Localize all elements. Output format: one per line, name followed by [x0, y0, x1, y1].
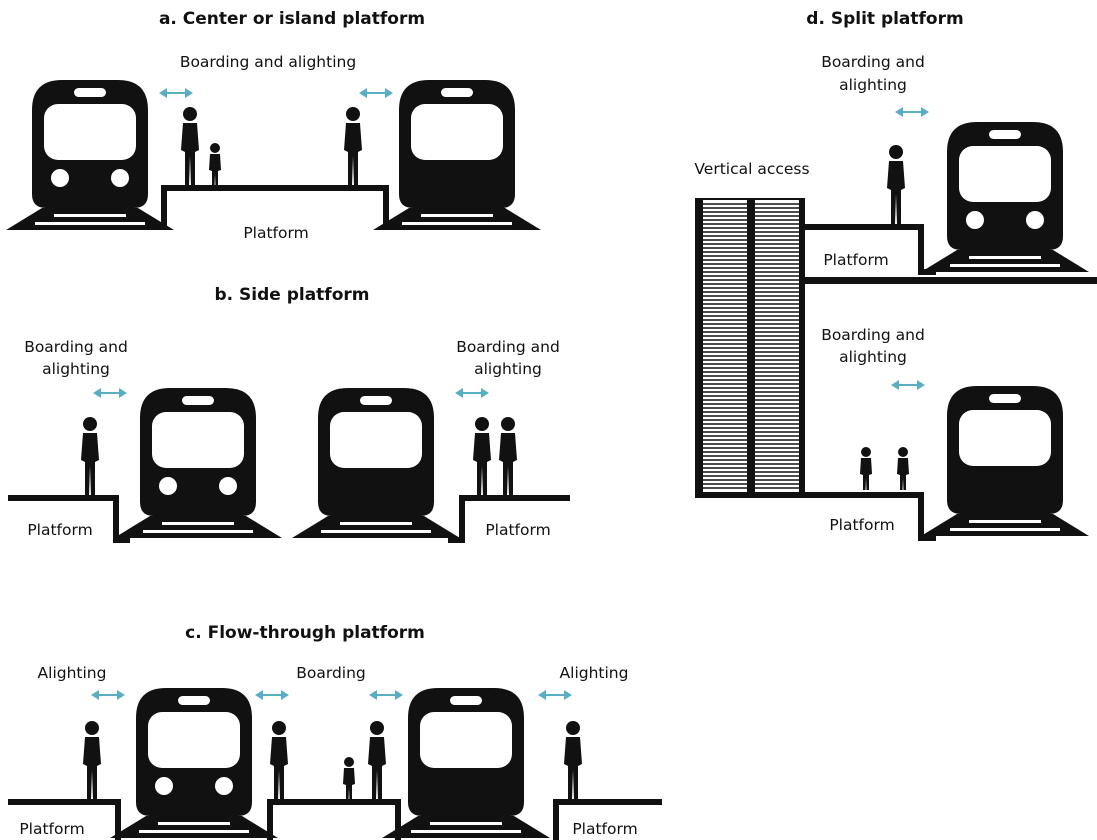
escalator-icon — [695, 198, 805, 498]
island-platform-outline — [161, 185, 389, 230]
boarding-label: Boarding — [296, 664, 366, 682]
vertical-access-label: Vertical access — [694, 160, 809, 178]
boarding-label-top-line2: alighting — [839, 76, 907, 94]
train-rear-icon — [921, 386, 1089, 536]
split-platform-upper-outline — [805, 224, 936, 275]
train-front-icon — [110, 688, 278, 838]
panel-split-platform: d. Split platform Boarding and alighting… — [694, 9, 1097, 541]
child-icon — [897, 447, 909, 490]
boarding-label-bottom-line1: Boarding and — [821, 326, 925, 344]
double-arrow-icon — [454, 387, 490, 399]
boarding-label-top-line1: Boarding and — [821, 53, 925, 71]
double-arrow-icon — [92, 387, 128, 399]
flow-platform-left-outline — [8, 799, 121, 840]
boarding-label-left-line1: Boarding and — [24, 338, 128, 356]
platform-label-left: Platform — [19, 820, 84, 838]
boarding-label-right-line1: Boarding and — [456, 338, 560, 356]
person-icon — [81, 417, 99, 496]
train-front-icon — [921, 122, 1089, 272]
person-icon — [181, 107, 199, 186]
alighting-label-right: Alighting — [560, 664, 629, 682]
train-rear-icon — [292, 388, 460, 538]
double-arrow-icon — [254, 689, 290, 701]
platform-label-bottom: Platform — [829, 516, 894, 534]
person-icon — [368, 721, 386, 800]
panel-center-island-platform: a. Center or island platform Boarding an… — [6, 9, 541, 242]
person-icon — [344, 107, 362, 186]
flow-platform-right-outline — [553, 799, 662, 840]
person-icon — [887, 145, 905, 224]
panel-flow-through-platform: c. Flow-through platform Alighting Board… — [8, 623, 662, 840]
platform-label-right: Platform — [572, 820, 637, 838]
person-icon — [473, 417, 491, 496]
double-arrow-icon — [90, 689, 126, 701]
boarding-alighting-label: Boarding and alighting — [180, 53, 356, 71]
side-platform-right-outline — [448, 495, 570, 543]
person-icon — [83, 721, 101, 800]
child-icon — [860, 447, 872, 490]
panel-b-title: b. Side platform — [214, 285, 369, 305]
panel-side-platform: b. Side platform Boarding and alighting … — [8, 285, 570, 543]
panel-d-title: d. Split platform — [806, 9, 963, 29]
platform-label: Platform — [243, 224, 308, 242]
double-arrow-icon — [358, 87, 394, 99]
boarding-label-bottom-line2: alighting — [839, 348, 907, 366]
panel-a-title: a. Center or island platform — [159, 9, 425, 29]
person-icon — [564, 721, 582, 800]
platform-label-right: Platform — [485, 521, 550, 539]
split-platform-lower-outline — [695, 492, 936, 541]
panel-c-title: c. Flow-through platform — [185, 623, 425, 643]
train-front-icon — [6, 80, 174, 230]
train-rear-icon — [382, 688, 550, 838]
person-icon — [499, 417, 517, 496]
double-arrow-icon — [158, 87, 194, 99]
train-rear-icon — [373, 80, 541, 230]
alighting-label-left: Alighting — [38, 664, 107, 682]
double-arrow-icon — [894, 106, 930, 118]
platform-label-left: Platform — [27, 521, 92, 539]
person-icon — [270, 721, 288, 800]
boarding-label-right-line2: alighting — [474, 360, 542, 378]
boarding-label-left-line2: alighting — [42, 360, 110, 378]
double-arrow-icon — [890, 379, 926, 391]
double-arrow-icon — [368, 689, 404, 701]
platform-label-top: Platform — [823, 251, 888, 269]
child-icon — [343, 757, 355, 800]
upper-level-floor — [805, 277, 1097, 284]
flow-platform-center-outline — [267, 799, 401, 840]
side-platform-left-outline — [8, 495, 130, 543]
train-front-icon — [114, 388, 282, 538]
double-arrow-icon — [537, 689, 573, 701]
child-icon — [209, 143, 221, 186]
